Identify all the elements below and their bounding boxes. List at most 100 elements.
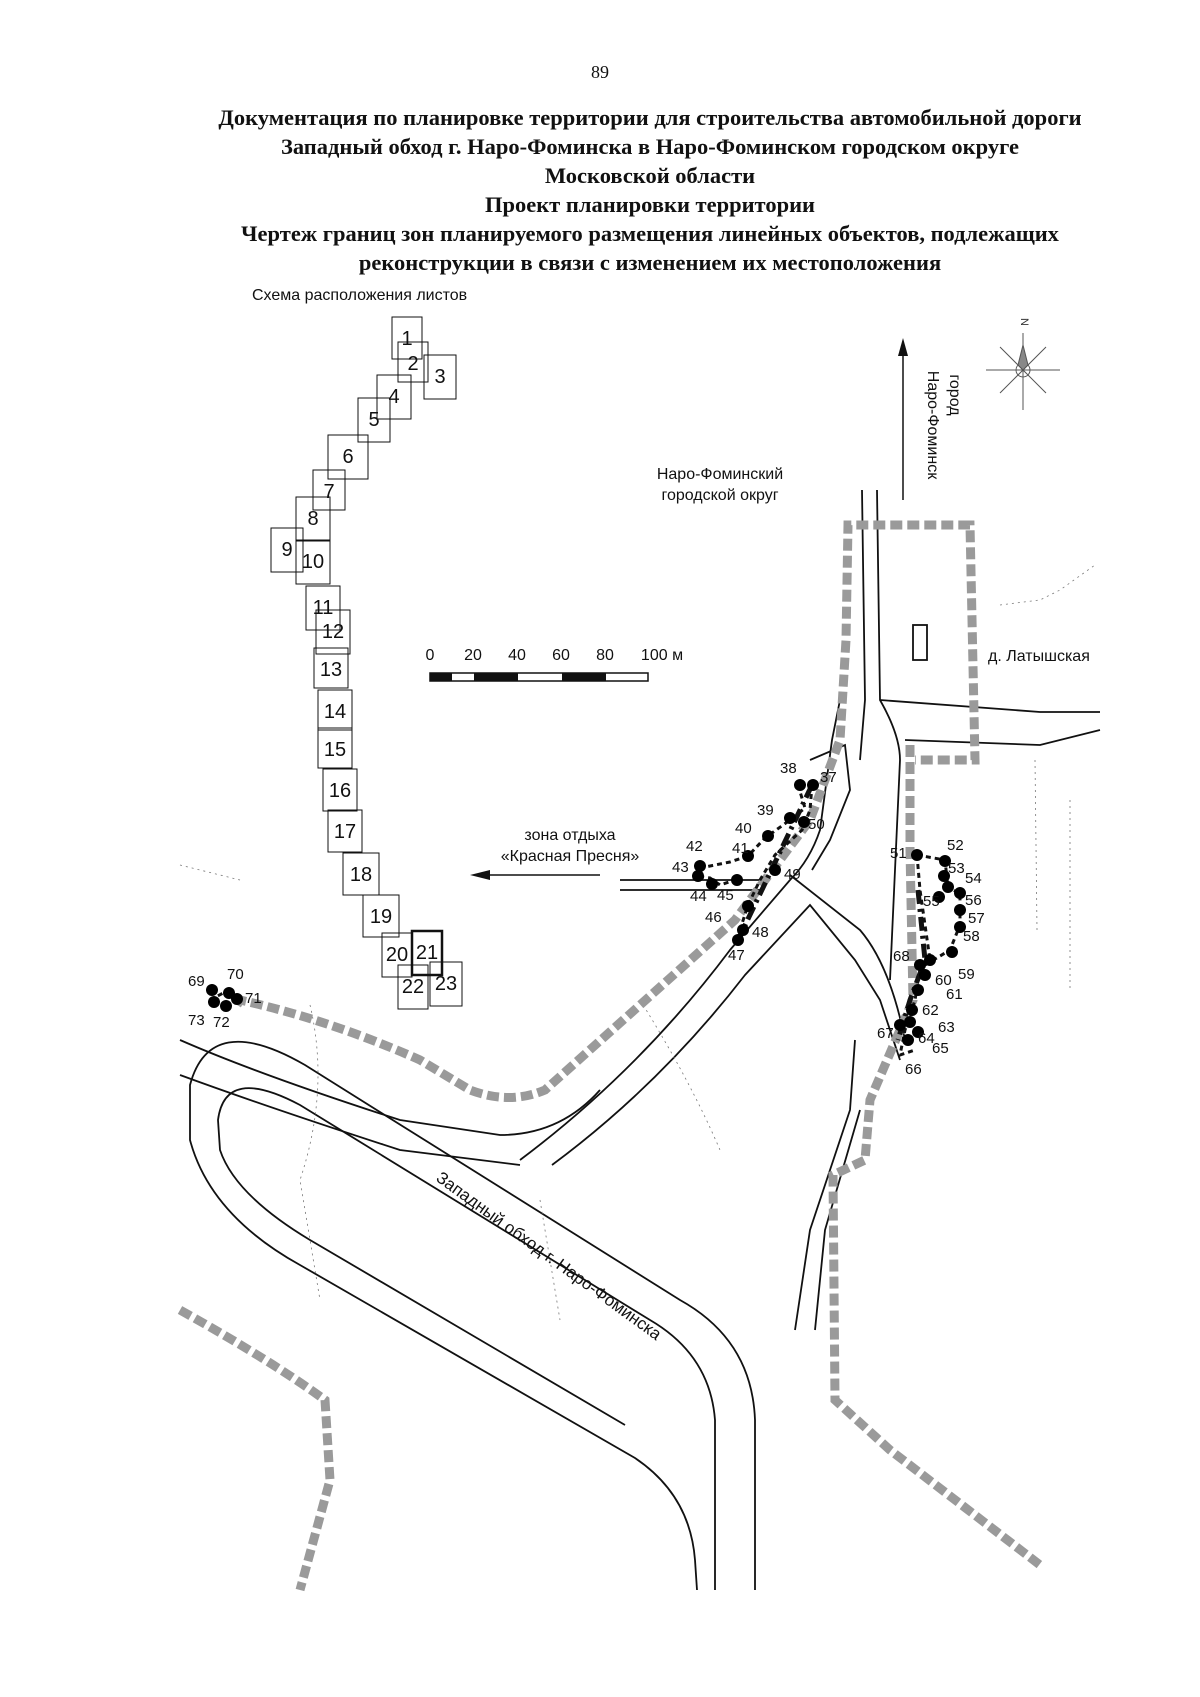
point-label-71: 71 <box>245 990 262 1007</box>
point-label-57: 57 <box>968 910 985 927</box>
point-marker-63 <box>906 1004 918 1016</box>
sheet-label: 8 <box>307 508 318 530</box>
title-line-2: Западный обход г. Наро-Фоминска в Наро-Ф… <box>280 134 1020 159</box>
point-marker-68 <box>914 959 926 971</box>
point-markers <box>206 779 966 1046</box>
point-marker-67 <box>894 1019 906 1031</box>
point-label-41: 41 <box>732 840 749 857</box>
sheet-7: 7 <box>312 469 346 511</box>
point-label-73: 73 <box>188 1012 205 1029</box>
scale-tick-20: 20 <box>464 647 482 664</box>
scale-tick-60: 60 <box>552 647 570 664</box>
point-marker-44 <box>706 878 718 890</box>
point-marker-54 <box>942 881 954 893</box>
point-label-63: 63 <box>938 1019 955 1036</box>
scale-seg-1 <box>430 673 452 681</box>
point-marker-73 <box>208 996 220 1008</box>
boundary-south-west <box>177 1306 335 1592</box>
city-label-2: Наро-Фоминск <box>924 371 941 480</box>
point-label-38: 38 <box>780 760 797 777</box>
village-label: д. Латышская <box>988 648 1090 665</box>
point-marker-42 <box>694 860 706 872</box>
point-marker-41 <box>742 850 754 862</box>
roads <box>179 489 1101 1591</box>
road-north-b <box>876 489 901 981</box>
point-marker-55 <box>933 891 945 903</box>
sheet-9: 9 <box>270 527 304 573</box>
sheet-label: 18 <box>350 864 372 886</box>
point-label-64: 64 <box>918 1030 935 1047</box>
sheet-2: 2 <box>397 341 429 383</box>
point-label-69: 69 <box>188 973 205 990</box>
point-marker-37 <box>807 779 819 791</box>
sheet-6: 6 <box>327 434 369 480</box>
point-marker-56 <box>954 887 966 899</box>
sheet-22: 22 <box>397 964 429 1010</box>
title-line-6: реконструкции в связи с изменением их ме… <box>358 250 942 275</box>
sheet-label: 11 <box>313 597 334 619</box>
point-marker-45 <box>731 874 743 886</box>
sheet-label: 17 <box>334 821 356 843</box>
road-east-side <box>794 1039 856 1331</box>
arrow-up-icon <box>898 338 908 356</box>
point-label-46: 46 <box>705 909 722 926</box>
rest-zone-label-1: зона отдыха <box>524 827 615 844</box>
sheet-label: 22 <box>402 976 424 998</box>
scale-tick-80: 80 <box>596 647 614 664</box>
point-marker-53 <box>938 870 950 882</box>
sheet-label: 2 <box>407 353 418 375</box>
sheet-layout-title: Схема расположения листов <box>252 287 467 304</box>
scale-tick-0: 0 <box>426 647 435 664</box>
point-marker-39 <box>784 812 796 824</box>
road-east-b <box>904 729 1101 746</box>
sheet-8: 8 <box>295 496 331 542</box>
arrow-left-icon <box>470 870 490 880</box>
scale-bar-outline <box>429 672 649 682</box>
point-label-52: 52 <box>947 837 964 854</box>
sheet-label: 20 <box>386 944 408 966</box>
object-line-a <box>735 783 815 942</box>
point-marker-38 <box>794 779 806 791</box>
point-marker-40 <box>762 830 774 842</box>
point-label-44: 44 <box>690 888 707 905</box>
point-marker-46 <box>742 900 754 912</box>
document-title: Документация по планировке территории дл… <box>120 103 1180 277</box>
sheet-label: 15 <box>324 739 346 761</box>
point-marker-69 <box>206 984 218 996</box>
point-label-66: 66 <box>905 1061 922 1078</box>
sheet-1: 1 <box>391 316 423 360</box>
sheet-21: 21 <box>410 929 444 977</box>
road-east-side-b <box>814 1109 861 1331</box>
point-label-42: 42 <box>686 838 703 855</box>
point-marker-50 <box>798 816 810 828</box>
sheet-19: 19 <box>362 894 400 938</box>
sheet-label: 21 <box>416 942 438 964</box>
point-label-55: 55 <box>923 893 940 910</box>
scale-seg-2 <box>474 673 518 681</box>
point-label-62: 62 <box>922 1002 939 1019</box>
rest-zone: зона отдыха «Красная Пресня» <box>470 827 639 880</box>
sheet-label: 4 <box>388 386 399 408</box>
point-label-40: 40 <box>735 820 752 837</box>
zone-boundaries <box>177 520 1043 1592</box>
boundary-east <box>828 745 1043 1569</box>
city-label-1: город <box>946 374 963 416</box>
point-marker-48 <box>737 924 749 936</box>
scale-bar: 0 20 40 60 80 100 м <box>426 647 683 682</box>
compass-north-label: N <box>1018 318 1030 326</box>
sheet-15: 15 <box>317 727 353 769</box>
sheet-label: 23 <box>435 973 457 995</box>
point-label-59: 59 <box>958 966 975 983</box>
sheet-17: 17 <box>327 809 363 853</box>
sheet-label: 1 <box>401 328 412 350</box>
sheet-11: 11 <box>305 585 341 631</box>
point-label-60: 60 <box>935 972 952 989</box>
road-name-label: Западный обход г. Наро-Фоминска <box>433 1168 666 1344</box>
sheet-10: 10 <box>295 539 331 585</box>
point-label-70: 70 <box>227 966 244 983</box>
road-loop-outer <box>189 1041 756 1591</box>
point-marker-49 <box>769 864 781 876</box>
sheet-16: 16 <box>322 768 358 812</box>
